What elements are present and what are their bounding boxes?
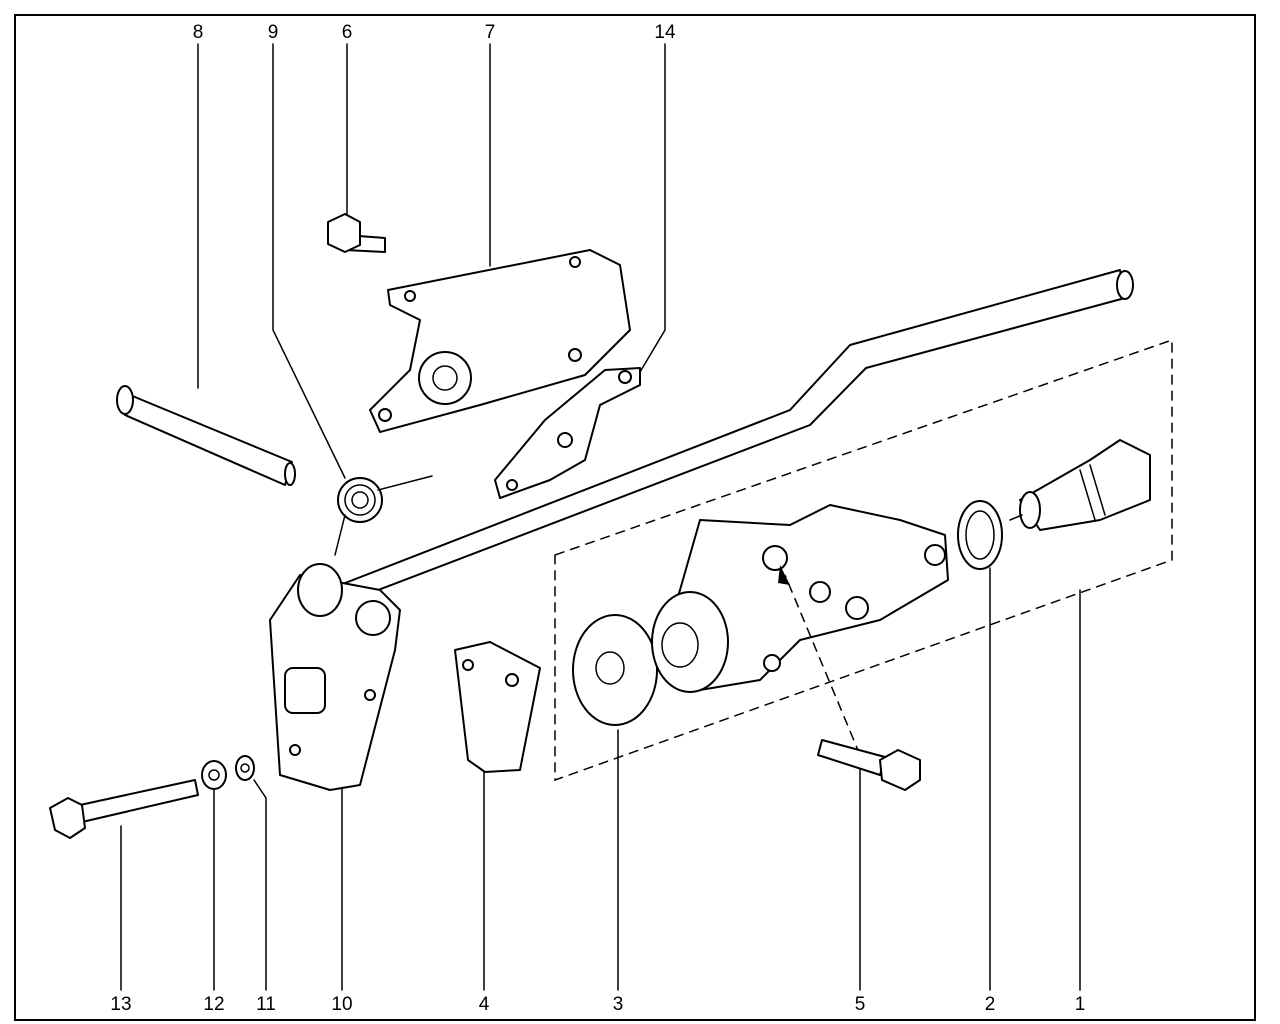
callout-12: 12 (203, 994, 224, 1015)
pin-8 (116, 385, 296, 486)
callout-6: 6 (342, 22, 353, 43)
callout-10: 10 (331, 994, 352, 1015)
seal-3 (572, 614, 658, 726)
callout-13: 13 (110, 994, 131, 1015)
valve-insert-1 (1009, 439, 1151, 531)
callout-3: 3 (613, 994, 624, 1015)
plate-14 (494, 367, 641, 499)
diagram-frame (14, 14, 1256, 1021)
callout-1: 1 (1075, 994, 1086, 1015)
valve-body (651, 504, 949, 693)
callout-7: 7 (485, 22, 496, 43)
assembly-arrow (784, 574, 861, 756)
o-ring-2 (957, 500, 1003, 570)
bolt-5 (817, 739, 921, 791)
nut-12 (201, 760, 227, 790)
lever-10 (269, 563, 401, 791)
callout-8: 8 (193, 22, 204, 43)
control-rod (339, 269, 1134, 601)
bracket-4 (454, 641, 541, 773)
arrow-head-icon (778, 565, 790, 585)
callout-9: 9 (268, 22, 279, 43)
washer-11 (235, 755, 255, 781)
bracket-7 (369, 249, 631, 433)
callout-5: 5 (855, 994, 866, 1015)
leader-lines (120, 43, 1081, 991)
bolt-6 (327, 213, 386, 253)
assembly-boundary (554, 338, 1173, 782)
bolt-13 (49, 779, 199, 839)
callout-14: 14 (654, 22, 676, 43)
callout-11: 11 (256, 994, 276, 1015)
callout-4: 4 (479, 994, 490, 1015)
torsion-spring-9 (334, 475, 433, 556)
callout-2: 2 (985, 994, 996, 1015)
